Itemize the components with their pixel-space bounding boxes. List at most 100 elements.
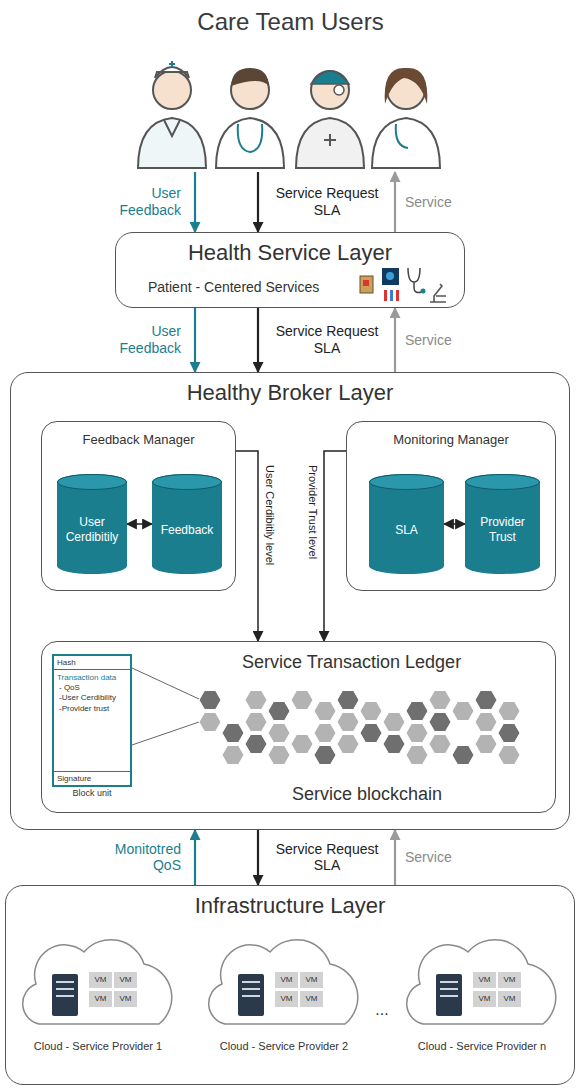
edge-label: User Cerdibitily level [263, 465, 276, 565]
connector-arrow [394, 308, 396, 372]
nurse-icon [138, 118, 206, 168]
vm-box [300, 972, 323, 988]
vm-label: VM [89, 972, 112, 988]
surgeon-icon [311, 71, 349, 84]
database-cylinder: SLA [369, 474, 444, 574]
edge-label: Service Request SLA [268, 185, 386, 219]
block-hexagon [337, 691, 359, 710]
doctor-icon [216, 68, 284, 168]
server-slot [56, 988, 74, 990]
vm-box [89, 972, 112, 988]
care-team-icons [138, 61, 440, 168]
node-text: Cloud - Service Provider n [398, 1040, 566, 1052]
block-hexagon [475, 691, 497, 710]
connector-arrow [257, 830, 259, 885]
vm-label: VM [498, 972, 521, 988]
scan-icon [386, 272, 394, 280]
block-hexagon [406, 702, 428, 721]
ledger-box: HashTransaction data- QoS-User Cerdibili… [41, 641, 556, 813]
manager-box: User CerdibitilyFeedbackFeedback Manager [41, 421, 236, 591]
vm-box [275, 972, 298, 988]
block-hexagon [452, 702, 474, 721]
cylinder-body [465, 474, 540, 574]
block-hexagon [429, 713, 451, 732]
edge-label: User Feedback [101, 323, 181, 357]
block-hexagon [383, 713, 405, 732]
surgeon-icon [296, 118, 364, 168]
physician-icon [396, 124, 408, 148]
connector-arrow [257, 308, 259, 372]
vm-box [114, 972, 137, 988]
block-hexagon [337, 713, 359, 732]
cylinder-body [369, 474, 444, 574]
vm-box [498, 991, 521, 1007]
server-slot [56, 995, 74, 997]
database-cylinder: User Cerdibitily [57, 474, 127, 574]
stethoscope-icon [408, 268, 422, 293]
vm-box [473, 972, 496, 988]
vm-label: VM [114, 972, 137, 988]
node-text: Block unit [54, 788, 130, 798]
scan-icon [382, 268, 399, 285]
tube-icon [396, 290, 399, 301]
user-group: Care Team Users [0, 0, 581, 172]
block-hexagon [360, 702, 382, 721]
server-slot [242, 995, 260, 997]
edge-label: Service [405, 849, 452, 866]
cloud-provider: VMVMVMVMCloud - Service Provider n [398, 924, 566, 1074]
block-unit: HashTransaction data- QoS-User Cerdibili… [52, 654, 132, 787]
block-hexagon [291, 735, 313, 754]
server-slot [440, 988, 458, 990]
node-text: Service blockchain [292, 784, 442, 805]
surgeon-icon [311, 71, 349, 109]
vm-label: VM [89, 991, 112, 1007]
surgeon-icon [324, 134, 336, 146]
connector-arrow [394, 172, 396, 232]
vm-box [498, 972, 521, 988]
cylinder-body [152, 474, 222, 574]
node-text: - QoS [54, 683, 130, 693]
node-text: Service Transaction Ledger [242, 652, 461, 673]
block-hexagon [498, 724, 520, 743]
node-text: Cloud - Service Provider 1 [14, 1040, 182, 1052]
surgeon-icon [296, 71, 364, 168]
tube-icon [390, 290, 393, 301]
node-text: Signature [54, 771, 130, 785]
block-hexagon [314, 746, 336, 765]
cloud-outline [407, 940, 556, 1024]
cloud-provider: VMVMVMVMCloud - Service Provider 2 [200, 924, 368, 1074]
health-service-icons [360, 268, 446, 302]
vm-label: VM [300, 991, 323, 1007]
microscope-icon [430, 284, 446, 302]
node-text: -User Cerdibility [54, 693, 130, 703]
block-hexagon [199, 691, 221, 710]
vm-box [89, 991, 112, 1007]
vm-box [300, 991, 323, 1007]
block-hexagon [222, 724, 244, 743]
block-hexagon [429, 735, 451, 754]
node-text: Transaction data [54, 670, 130, 683]
edge-label: Service Request SLA [268, 841, 386, 875]
node-text: Cloud - Service Provider 2 [200, 1040, 368, 1052]
block-hexagon [245, 713, 267, 732]
cloud-provider: VMVMVMVMCloud - Service Provider 1 [14, 924, 182, 1074]
block-hexagon [222, 746, 244, 765]
server-slot [440, 981, 458, 983]
block-hexagon [406, 724, 428, 743]
clipboard-icon [360, 276, 373, 293]
cylinder-top [153, 475, 222, 490]
server-icon [238, 974, 264, 1016]
cloud-outline [209, 940, 358, 1024]
vm-label: VM [498, 991, 521, 1007]
database-cylinder: Feedback [152, 474, 222, 574]
connector-arrow [394, 830, 396, 885]
doctor-icon [231, 68, 269, 86]
node-text: Provider Trust [465, 503, 540, 545]
block-hexagon [475, 713, 497, 732]
vm-label: VM [473, 991, 496, 1007]
block-hexagon [245, 691, 267, 710]
block-hexagon [268, 746, 290, 765]
connector-arrow [444, 523, 465, 525]
server-icon [436, 974, 462, 1016]
cylinder-top [58, 475, 127, 490]
